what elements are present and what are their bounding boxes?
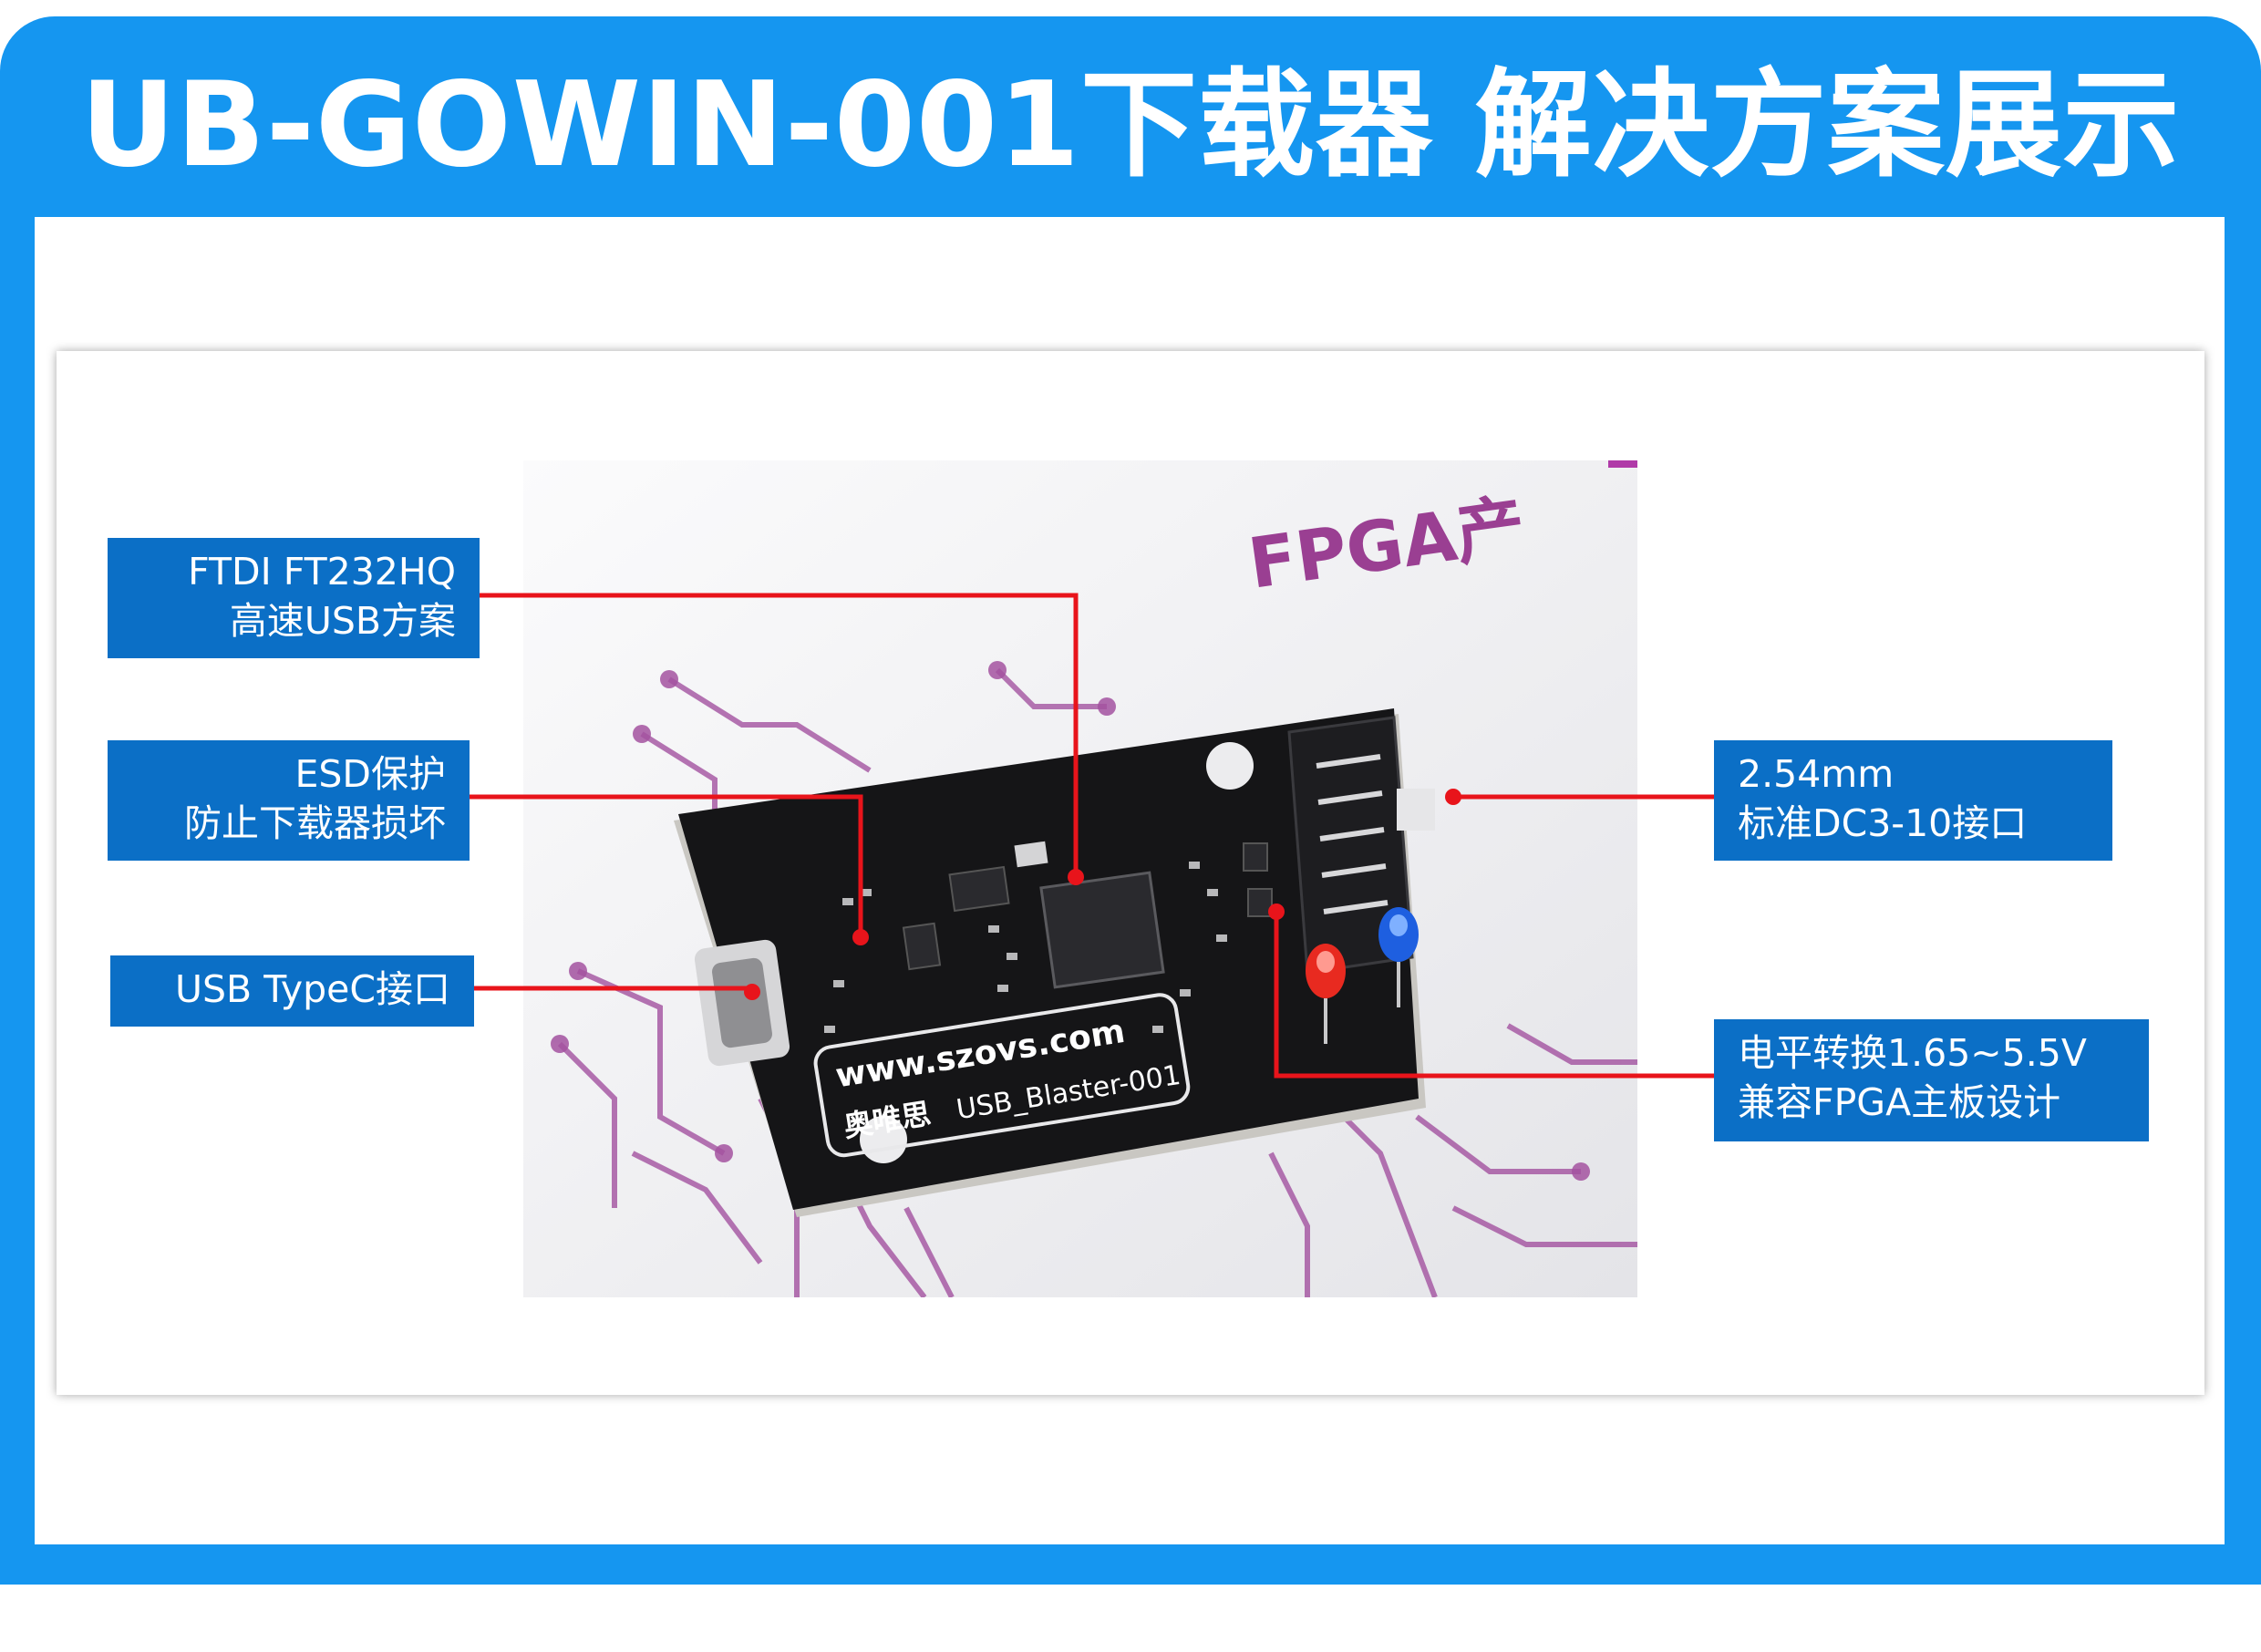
callout-ft232hq-line2: 高速USB方案 (229, 599, 456, 643)
callout-level-shift: 电平转换1.65~5.5V 兼容FPGA主板设计 (1714, 1019, 2149, 1141)
callout-level-shift-line2: 兼容FPGA主板设计 (1738, 1080, 2061, 1124)
callout-esd: ESD保护 防止下载器损坏 (108, 740, 470, 861)
page-title: UB-GOWIN-001下载器 解决方案展示 (80, 57, 2181, 193)
callout-dc3-connector: 2.54mm 标准DC3-10接口 (1714, 740, 2112, 861)
callout-esd-line2: 防止下载器损坏 (184, 801, 446, 845)
product-photo: FPGA产 (523, 460, 1637, 1297)
callout-usb-typec: USB TypeC接口 (110, 955, 474, 1027)
callout-level-shift-line1: 电平转换1.65~5.5V (1738, 1031, 2087, 1075)
esd-chip (902, 922, 942, 971)
callout-ft232hq: FTDI FT232HQ 高速USB方案 (108, 538, 480, 658)
callout-usb-typec-line1: USB TypeC接口 (175, 967, 450, 1011)
dc3-10-header (1287, 716, 1435, 975)
callout-esd-line1: ESD保护 (294, 752, 446, 796)
callout-ft232hq-line1: FTDI FT232HQ (188, 550, 456, 594)
callout-dc3-connector-line1: 2.54mm (1738, 752, 1894, 796)
ft232hq-chip (1039, 871, 1165, 989)
downloader-board-image: FPGA产 (523, 460, 1637, 1297)
level-shifter-chip (1247, 888, 1273, 917)
callout-dc3-connector-line2: 标准DC3-10接口 (1738, 801, 2028, 845)
